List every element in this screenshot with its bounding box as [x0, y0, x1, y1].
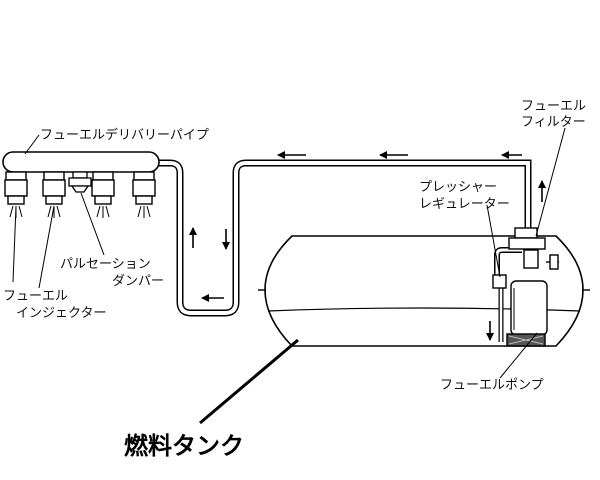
label-fuel-tank: 燃料タンク: [124, 432, 244, 460]
label-fuel-pump: フューエルポンプ: [440, 378, 544, 393]
fuel-injector: [4, 171, 156, 205]
label-fuel-injector: インジェクター: [16, 306, 106, 321]
label-pulsation-damper: パルセーション: [60, 257, 151, 272]
pulsation-damper: [68, 171, 92, 193]
label-pressure-regulator: プレッシャー: [419, 180, 497, 195]
label-pulsation-damper: ダンパー: [112, 274, 164, 289]
fuel-line: [158, 159, 532, 342]
leader-line: [12, 127, 566, 425]
label-fuel-delivery-pipe: フューエルデリバリーパイプ: [40, 127, 209, 143]
fuel-delivery-pipe: [2, 151, 160, 173]
fuel-pump: [506, 280, 548, 347]
label-pressure-regulator: レギュレーター: [419, 197, 510, 212]
label-fuel-injector: フューエル: [3, 289, 68, 304]
injector-spray: [9, 205, 151, 218]
label-fuel-filter: フューエル: [521, 99, 586, 114]
label-fuel-filter: フィルター: [521, 115, 586, 130]
labels: フューエルデリバリーパイプ フューエル フィルター プレッシャー レギュレーター…: [3, 99, 586, 460]
